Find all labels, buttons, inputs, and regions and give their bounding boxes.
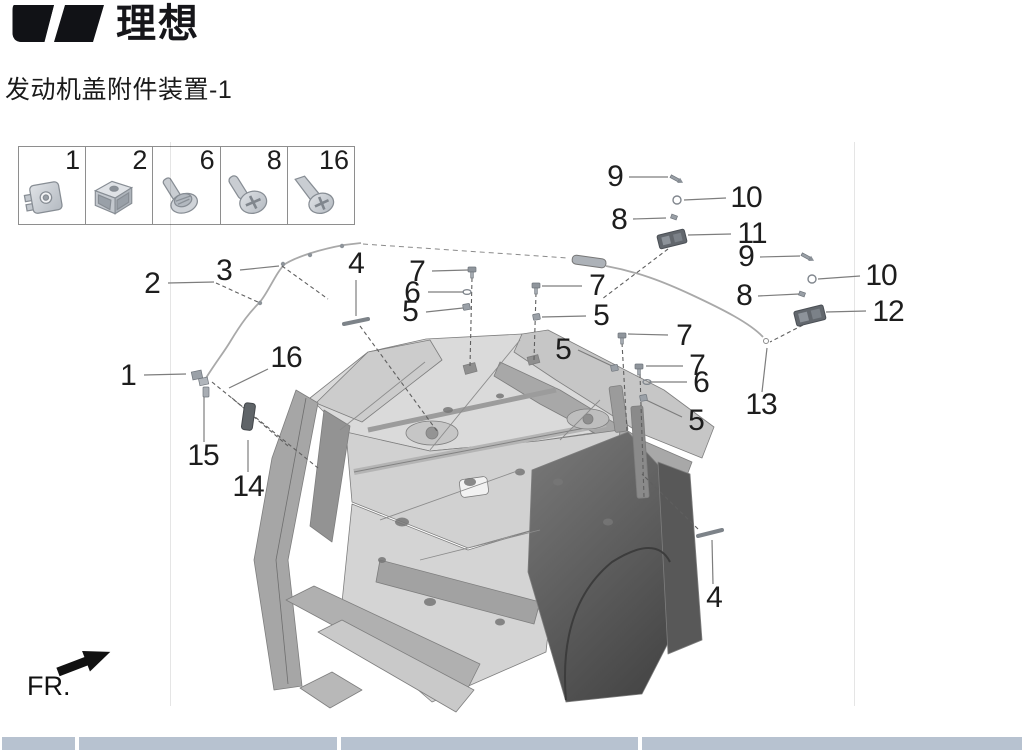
front-direction-arrow-icon bbox=[56, 650, 111, 677]
clip-part-15-icon bbox=[202, 386, 210, 398]
footer-header-cell-3 bbox=[341, 737, 638, 750]
legend-part-number: 6 bbox=[199, 145, 215, 175]
nut-part-5-icons bbox=[462, 303, 648, 402]
legend-cell-2[interactable]: 2 bbox=[85, 145, 152, 224]
legend-cell-1[interactable]: 1 bbox=[19, 145, 85, 224]
callout-7[interactable]: 7 bbox=[589, 269, 606, 302]
callout-9[interactable]: 9 bbox=[738, 240, 755, 273]
washer-part-6-icons bbox=[462, 289, 652, 385]
callout-11[interactable]: 11 bbox=[737, 217, 767, 250]
pin-part-4-top-icon bbox=[342, 317, 370, 326]
screw-part-9b-icon bbox=[800, 252, 815, 262]
footer-header-cell-2 bbox=[79, 737, 337, 750]
bumper-part-14-icon bbox=[240, 402, 256, 431]
callout-7[interactable]: 7 bbox=[409, 255, 426, 288]
bolt-part-7-icons bbox=[467, 266, 644, 376]
callout-6[interactable]: 6 bbox=[404, 276, 421, 309]
screw-part-8b-icon bbox=[798, 290, 806, 298]
callout-3[interactable]: 3 bbox=[216, 254, 233, 287]
callout-4[interactable]: 4 bbox=[348, 247, 365, 280]
legend-cell-16[interactable]: 16 bbox=[286, 145, 354, 224]
front-direction-label: FR. bbox=[27, 671, 71, 701]
callout-5[interactable]: 5 bbox=[402, 295, 419, 328]
li-auto-logo-icon bbox=[12, 5, 104, 42]
assembly-dashed-lines bbox=[211, 248, 804, 530]
grommet-part-10b-icon bbox=[807, 274, 817, 284]
page-title: 发动机盖附件装置-1 bbox=[5, 76, 233, 104]
legend-cell-6[interactable]: 6 bbox=[152, 145, 219, 224]
footer-header-cell-1 bbox=[2, 737, 75, 750]
brand-name: 理想 bbox=[116, 2, 200, 46]
legend-cell-8[interactable]: 8 bbox=[219, 145, 287, 224]
car-body-artwork bbox=[253, 329, 715, 713]
footer-header-cell-4 bbox=[642, 737, 1022, 750]
callout-7[interactable]: 7 bbox=[676, 319, 693, 352]
legend-part-number: 1 bbox=[65, 145, 81, 175]
callout-16[interactable]: 16 bbox=[270, 341, 302, 374]
callout-8[interactable]: 8 bbox=[736, 279, 753, 312]
legend-table: 1 2 6 8 16 bbox=[18, 145, 355, 225]
callout-10[interactable]: 10 bbox=[865, 259, 897, 292]
callout-5[interactable]: 5 bbox=[555, 333, 572, 366]
legend-part-number: 8 bbox=[266, 145, 282, 175]
latch-part-12-icon bbox=[793, 304, 827, 327]
callout-5[interactable]: 5 bbox=[688, 404, 705, 437]
callout-4[interactable]: 4 bbox=[706, 581, 723, 614]
screw-part-9-icon bbox=[669, 174, 684, 184]
callout-2[interactable]: 2 bbox=[144, 267, 161, 300]
grommet-part-10-icon bbox=[672, 195, 682, 205]
callout-5[interactable]: 5 bbox=[593, 299, 610, 332]
latch-part-11-icon bbox=[656, 228, 688, 250]
callout-13[interactable]: 13 bbox=[745, 388, 777, 421]
brand-header: 理想 bbox=[10, 2, 200, 48]
page-grid-lines bbox=[170, 142, 855, 706]
callout-8[interactable]: 8 bbox=[611, 203, 628, 236]
legend-part-number: 2 bbox=[132, 145, 148, 175]
pin-part-4-bottom-icon bbox=[696, 528, 724, 538]
callout-7[interactable]: 7 bbox=[689, 349, 706, 382]
bracket-part-1-icon bbox=[190, 369, 210, 387]
callout-10[interactable]: 10 bbox=[730, 181, 762, 214]
callout-1[interactable]: 1 bbox=[120, 359, 137, 392]
callout-12[interactable]: 12 bbox=[872, 295, 904, 328]
hood-release-cable bbox=[205, 242, 769, 379]
legend-part-number: 16 bbox=[318, 145, 350, 175]
callout-15[interactable]: 15 bbox=[187, 439, 219, 472]
callout-14[interactable]: 14 bbox=[232, 470, 264, 503]
small-parts bbox=[190, 174, 827, 538]
callout-6[interactable]: 6 bbox=[693, 366, 710, 399]
callout-9[interactable]: 9 bbox=[607, 160, 624, 193]
screw-part-8-icon bbox=[670, 213, 678, 221]
callout-leader-lines bbox=[143, 176, 867, 585]
